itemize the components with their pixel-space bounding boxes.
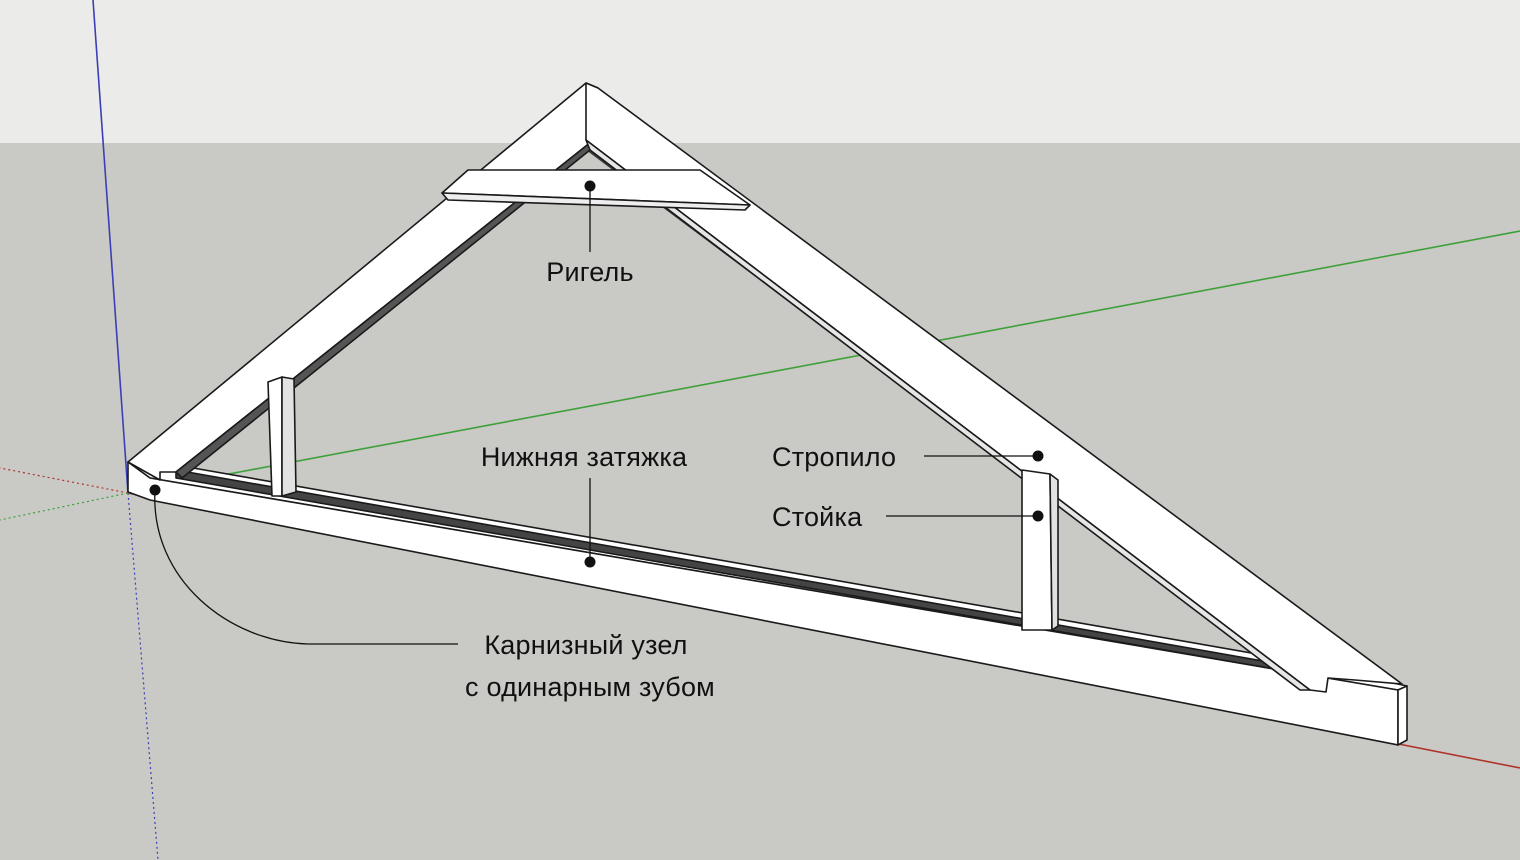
axis-green-dotted [0, 492, 129, 521]
leader-eave-node [154, 489, 458, 645]
rafter-right-side [585, 139, 1311, 691]
sky-band [0, 0, 1520, 143]
label-eave-node-line2: с одинарным зубом [465, 672, 715, 702]
dot-post [1032, 510, 1044, 522]
label-rafter: Стропило [772, 442, 897, 472]
collar-tie-front [441, 192, 751, 211]
axis-blue-dotted [127, 492, 159, 860]
label-eave-node-line1: Карнизный узел [484, 630, 688, 660]
post-right-side [1049, 473, 1059, 631]
label-post: Стойка [772, 502, 863, 532]
label-rigel: Ригель [546, 257, 634, 287]
axis-green-solid [127, 230, 1520, 494]
dot-eave-node [149, 484, 161, 496]
axis-blue-solid [92, 0, 129, 494]
label-tie-beam: Нижняя затяжка [480, 442, 688, 472]
post-left-side [281, 376, 297, 497]
tie-beam-end-face [1397, 685, 1408, 746]
dot-rigel [584, 180, 596, 192]
axis-red-dotted [0, 467, 129, 494]
post-right-front [1021, 469, 1053, 631]
dot-tie-beam [584, 556, 596, 568]
dot-rafter [1032, 450, 1044, 462]
